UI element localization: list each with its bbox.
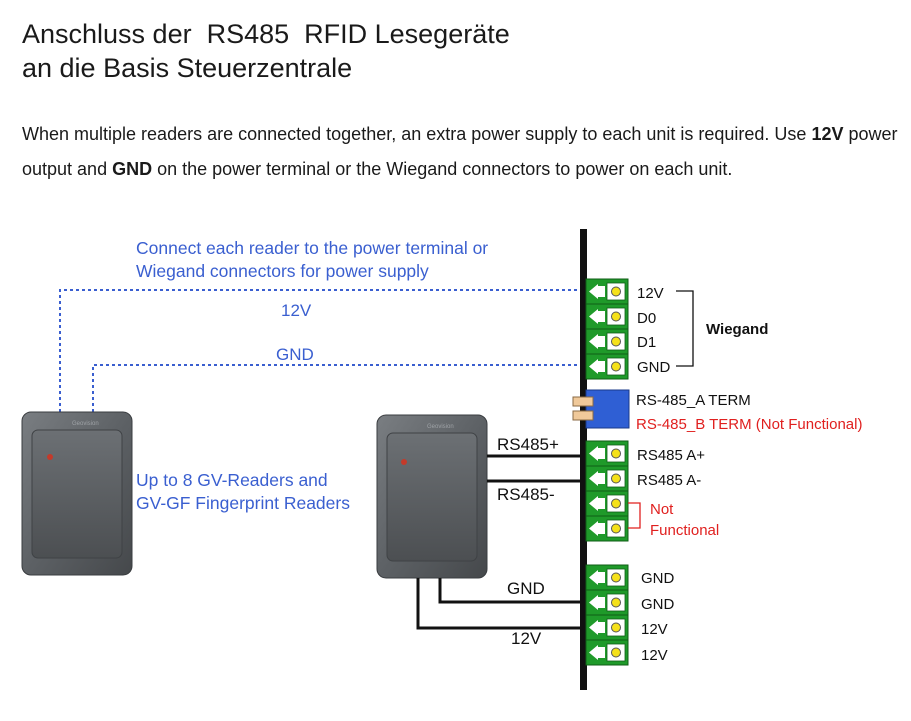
panel-bar	[580, 229, 587, 690]
page-title: Anschluss der RS485 RFID Lesegeräte an d…	[22, 17, 510, 85]
wire-label-gnd: GND	[276, 345, 314, 364]
wiegand-label: Wiegand	[706, 321, 768, 338]
intro-text-1: When multiple readers are connected toge…	[22, 124, 812, 144]
term-a-label: RS-485_A TERM	[636, 392, 751, 409]
power-note-line-2: Wiegand connectors for power supply	[136, 261, 429, 281]
wiegand-pin-d0: D0	[637, 310, 656, 327]
term-b-label: RS-485_B TERM (Not Functional)	[636, 416, 862, 433]
wiegand-pin-12v: 12V	[637, 285, 664, 302]
power-pin-gnd-2: GND	[641, 596, 675, 613]
label-bottom-12v: 12V	[511, 629, 542, 648]
wiegand-bracket	[676, 290, 694, 367]
reader-led-icon	[47, 454, 53, 460]
intro-bold-12v: 12V	[811, 124, 844, 144]
readers-note-line-2: GV-GF Fingerprint Readers	[136, 493, 350, 513]
rs485-terminal-block	[585, 440, 629, 542]
power-wires-dashed	[59, 289, 586, 412]
wiegand-pin-d1: D1	[637, 334, 656, 351]
not-functional-bracket	[628, 502, 641, 529]
not-functional-line-2: Functional	[650, 522, 719, 539]
termination-dip-switch	[572, 389, 630, 429]
not-functional-line-1: Not	[650, 501, 674, 518]
title-line-1: Anschluss der RS485 RFID Lesegeräte	[22, 19, 510, 49]
intro-bold-gnd: GND	[112, 159, 153, 179]
wire-label-12v: 12V	[281, 301, 312, 320]
reader-right: Geovision	[376, 414, 488, 579]
reader-left: Geovision	[21, 411, 133, 576]
intro-text-3: on the power terminal or the Wiegand con…	[152, 159, 733, 179]
power-pin-gnd-1: GND	[641, 570, 675, 587]
intro-paragraph: When multiple readers are connected toge…	[22, 117, 902, 187]
rs485-pin-a-plus: RS485 A+	[637, 447, 705, 464]
wiegand-pin-gnd: GND	[637, 359, 671, 376]
black-wires	[416, 454, 586, 630]
power-terminal-block	[585, 564, 629, 666]
reader-led-icon	[401, 459, 407, 465]
power-note-line-1: Connect each reader to the power termina…	[136, 238, 488, 258]
label-rs485-minus: RS485-	[497, 485, 555, 504]
intro-text-2: power output and	[22, 124, 898, 179]
title-line-2: an die Basis Steuerzentrale	[22, 53, 353, 83]
wiegand-terminal-block	[585, 278, 629, 380]
label-rs485-plus: RS485+	[497, 435, 559, 454]
readers-note-line-1: Up to 8 GV-Readers and	[136, 470, 328, 490]
label-bottom-gnd: GND	[507, 579, 545, 598]
reader-brand-left: Geovision	[72, 421, 99, 427]
power-pin-12v-1: 12V	[641, 621, 668, 638]
reader-brand-right: Geovision	[427, 424, 454, 430]
rs485-pin-a-minus: RS485 A-	[637, 472, 701, 489]
power-pin-12v-2: 12V	[641, 647, 668, 664]
